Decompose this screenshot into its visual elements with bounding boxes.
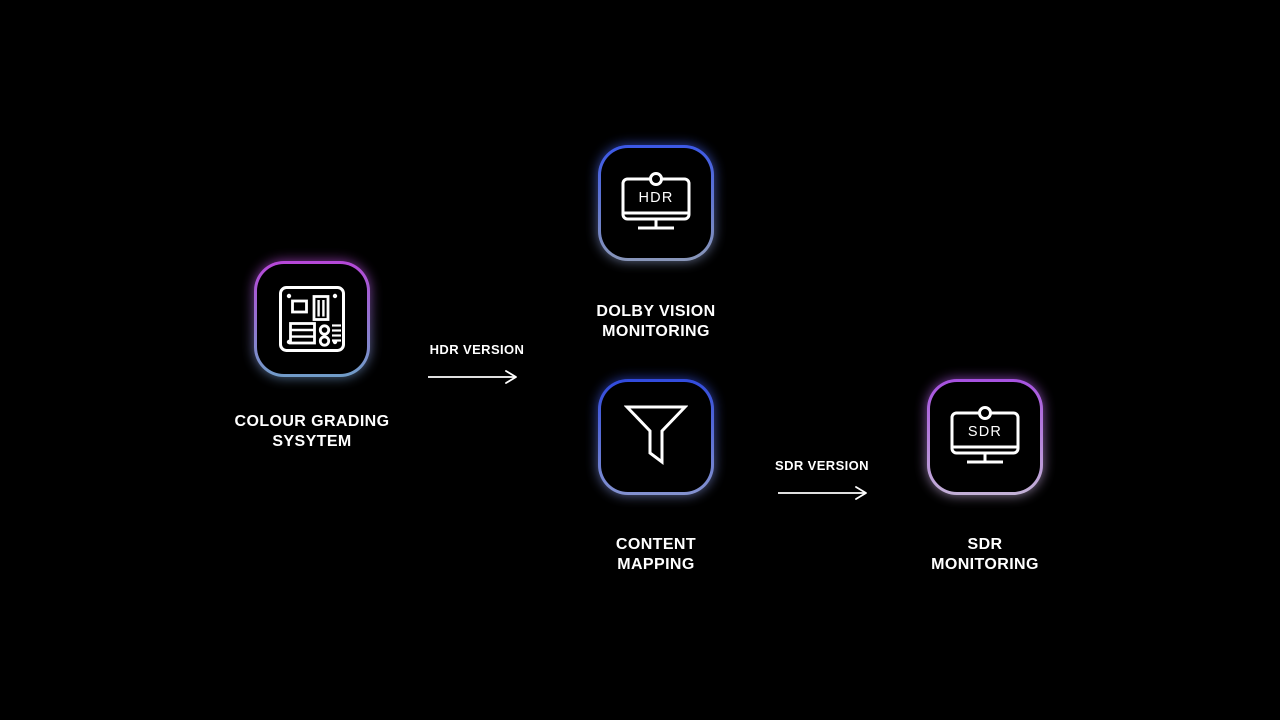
node-face: SDR: [929, 381, 1041, 493]
monitor-hdr-icon: HDR: [621, 172, 691, 230]
label-line: SDR: [967, 536, 1003, 553]
label-line: MAPPING: [617, 556, 695, 573]
node-face: [600, 381, 712, 493]
node-sdr-monitoring: SDR: [927, 379, 1043, 495]
label-line: MONITORING: [602, 323, 710, 340]
node-content-mapping: [598, 379, 714, 495]
node-colour-grading-system: [254, 261, 370, 377]
monitor-sdr-icon: SDR: [950, 406, 1020, 464]
monitor-screen-text: SDR: [968, 424, 1002, 440]
label-line: DOLBY VISION: [596, 303, 716, 320]
label-line: CONTENT: [615, 536, 697, 553]
label-dolby-vision-monitoring: DOLBY VISION MONITORING: [536, 302, 776, 342]
label-colour-grading-system: COLOUR GRADING SYSYTEM: [192, 412, 432, 452]
hdr-version-label: HDR VERSION: [429, 342, 525, 357]
node-border: [254, 261, 370, 377]
node-dolby-vision-monitoring: HDR: [598, 145, 714, 261]
motherboard-icon: [279, 286, 345, 352]
node-border: [598, 379, 714, 495]
node-face: HDR: [600, 147, 712, 259]
funnel-icon: [624, 405, 688, 465]
label-content-mapping: CONTENT MAPPING: [536, 535, 776, 575]
label-line: MONITORING: [931, 556, 1039, 573]
right-arrow-icon: [428, 370, 517, 384]
node-face: [256, 263, 368, 375]
sdr-version-label: SDR VERSION: [775, 458, 869, 473]
label-line: SYSYTEM: [272, 433, 352, 450]
right-arrow-icon: [778, 486, 867, 500]
node-border: HDR: [598, 145, 714, 261]
monitor-screen-text: HDR: [638, 190, 673, 206]
node-border: SDR: [927, 379, 1043, 495]
label-line: COLOUR GRADING: [234, 413, 390, 430]
label-sdr-monitoring: SDR MONITORING: [865, 535, 1105, 575]
